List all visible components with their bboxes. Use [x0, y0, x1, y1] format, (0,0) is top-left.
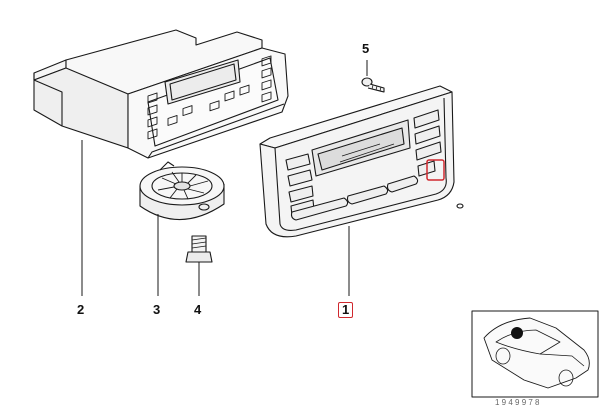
location-dot — [511, 327, 523, 339]
callout-5: 5 — [362, 41, 370, 56]
bolt — [185, 235, 213, 296]
callout-2: 2 — [77, 302, 85, 317]
screw — [361, 60, 385, 93]
callout-1: 1 — [338, 302, 354, 318]
callout-3: 3 — [153, 302, 161, 317]
vehicle-location-inset — [471, 310, 599, 398]
callout-4: 4 — [194, 302, 202, 317]
climate-control-panel — [259, 85, 464, 296]
highlight-marker — [426, 159, 445, 181]
blower-fan-wheel — [139, 161, 225, 296]
inset-caption: 1 9 4 9 9 7 8 — [495, 398, 540, 407]
control-module-housing — [33, 29, 289, 296]
